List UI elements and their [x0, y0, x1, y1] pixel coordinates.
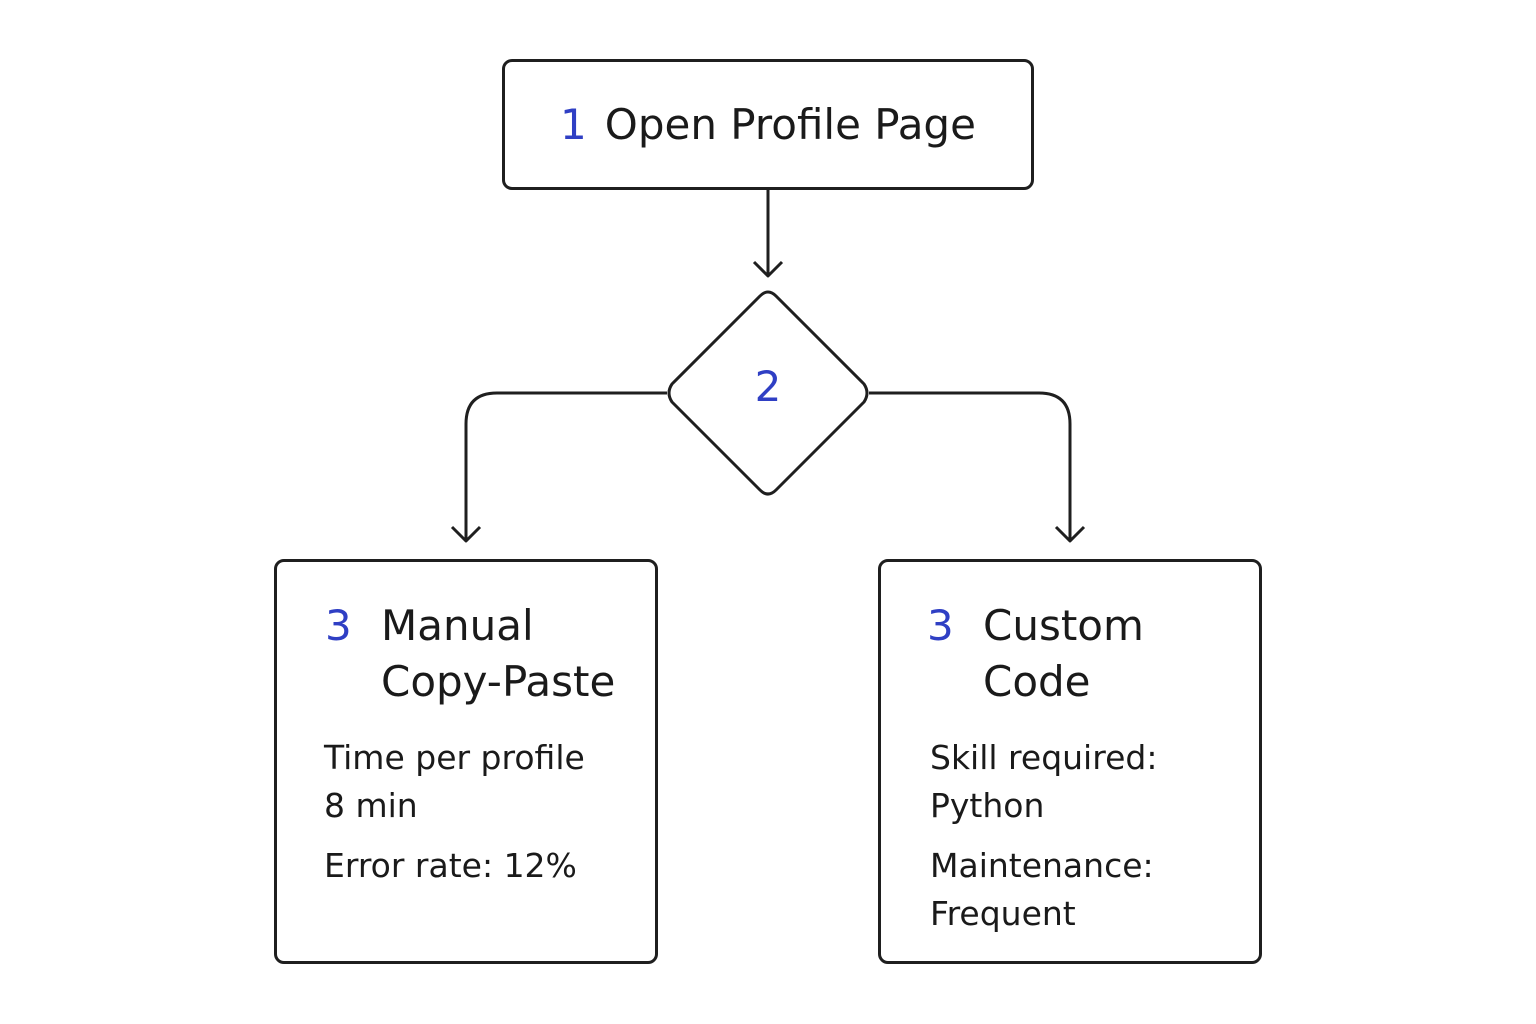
option-header: 3 Custom Code: [927, 598, 1273, 710]
start-step-box: 1 Open Profile Page: [502, 59, 1034, 190]
detail-line: Skill required:: [930, 738, 1158, 777]
arrow-decision-to-right: [869, 391, 1072, 540]
decision-diamond: [667, 290, 869, 496]
detail-gap: [324, 830, 585, 842]
option-header: 3 Manual Copy-Paste: [325, 598, 671, 710]
detail-line: 8 min: [324, 786, 418, 825]
detail-line: Python: [930, 786, 1045, 825]
arrow-decision-to-left: [464, 391, 667, 540]
start-step-title: Open Profile Page: [604, 100, 976, 149]
option-title: Manual Copy-Paste: [381, 598, 671, 710]
decision-number: 2: [754, 362, 782, 411]
option-title-line: Copy-Paste: [381, 657, 616, 706]
option-manual-box: 3 Manual Copy-Paste Time per profile 8 m…: [274, 559, 658, 964]
option-title-line: Custom: [983, 601, 1144, 650]
start-step-number: 1: [560, 100, 587, 149]
arrowhead-start-to-decision: [752, 260, 784, 278]
detail-line: Frequent: [930, 894, 1076, 933]
option-title-line: Manual: [381, 601, 534, 650]
option-details: Time per profile 8 min Error rate: 12%: [324, 734, 585, 890]
detail-line: Time per profile: [324, 738, 585, 777]
arrowhead-right: [1054, 525, 1086, 543]
arrowhead-left: [450, 525, 482, 543]
option-number: 3: [927, 601, 954, 650]
option-title-line: Code: [983, 657, 1091, 706]
option-number: 3: [325, 601, 352, 650]
detail-line: Maintenance:: [930, 846, 1154, 885]
detail-line: Error rate: 12%: [324, 846, 577, 885]
option-custom-code-box: 3 Custom Code Skill required: Python Mai…: [878, 559, 1262, 964]
detail-gap: [930, 830, 1157, 842]
option-details: Skill required: Python Maintenance: Freq…: [930, 734, 1157, 938]
option-title: Custom Code: [983, 598, 1273, 710]
